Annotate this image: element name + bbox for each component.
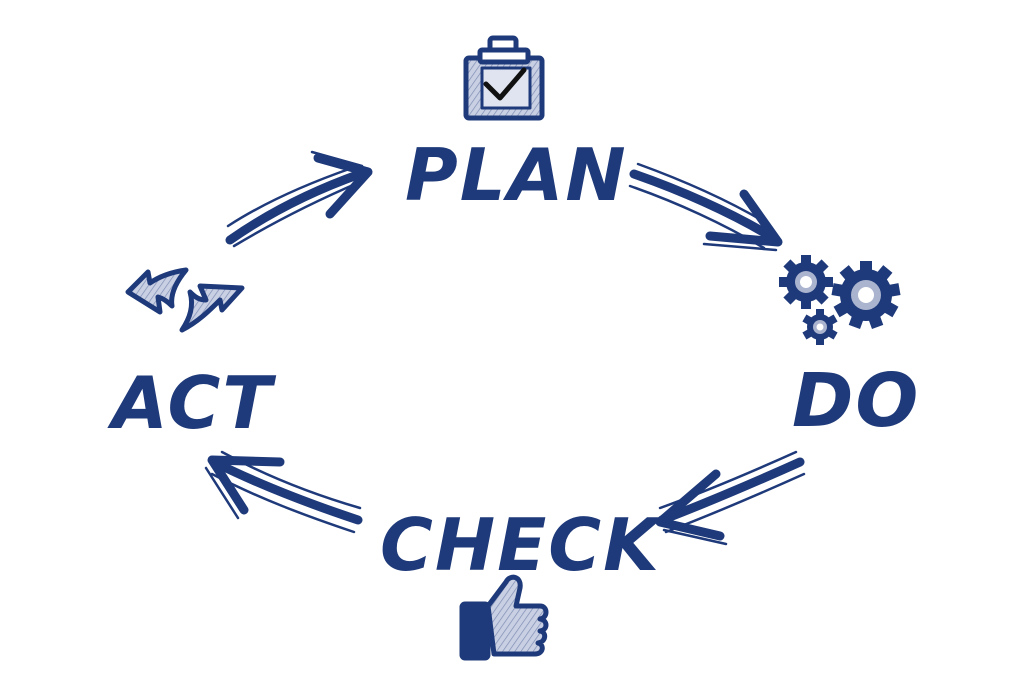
arrow-act-to-plan [225,150,373,248]
arrow-check-to-act [204,450,363,534]
cycle-arrows-icon [125,267,245,333]
step-label-do: DO [792,358,920,444]
step-label-check: CHECK [380,503,664,587]
step-label-act: ACT [107,361,276,445]
clipboard-check-icon [463,35,545,121]
arrow-plan-to-do [628,162,783,252]
step-label-plan: PLAN [405,133,628,217]
thumbs-up-icon [459,574,549,661]
gears-icon [779,255,901,345]
arrow-do-to-check [655,450,806,546]
